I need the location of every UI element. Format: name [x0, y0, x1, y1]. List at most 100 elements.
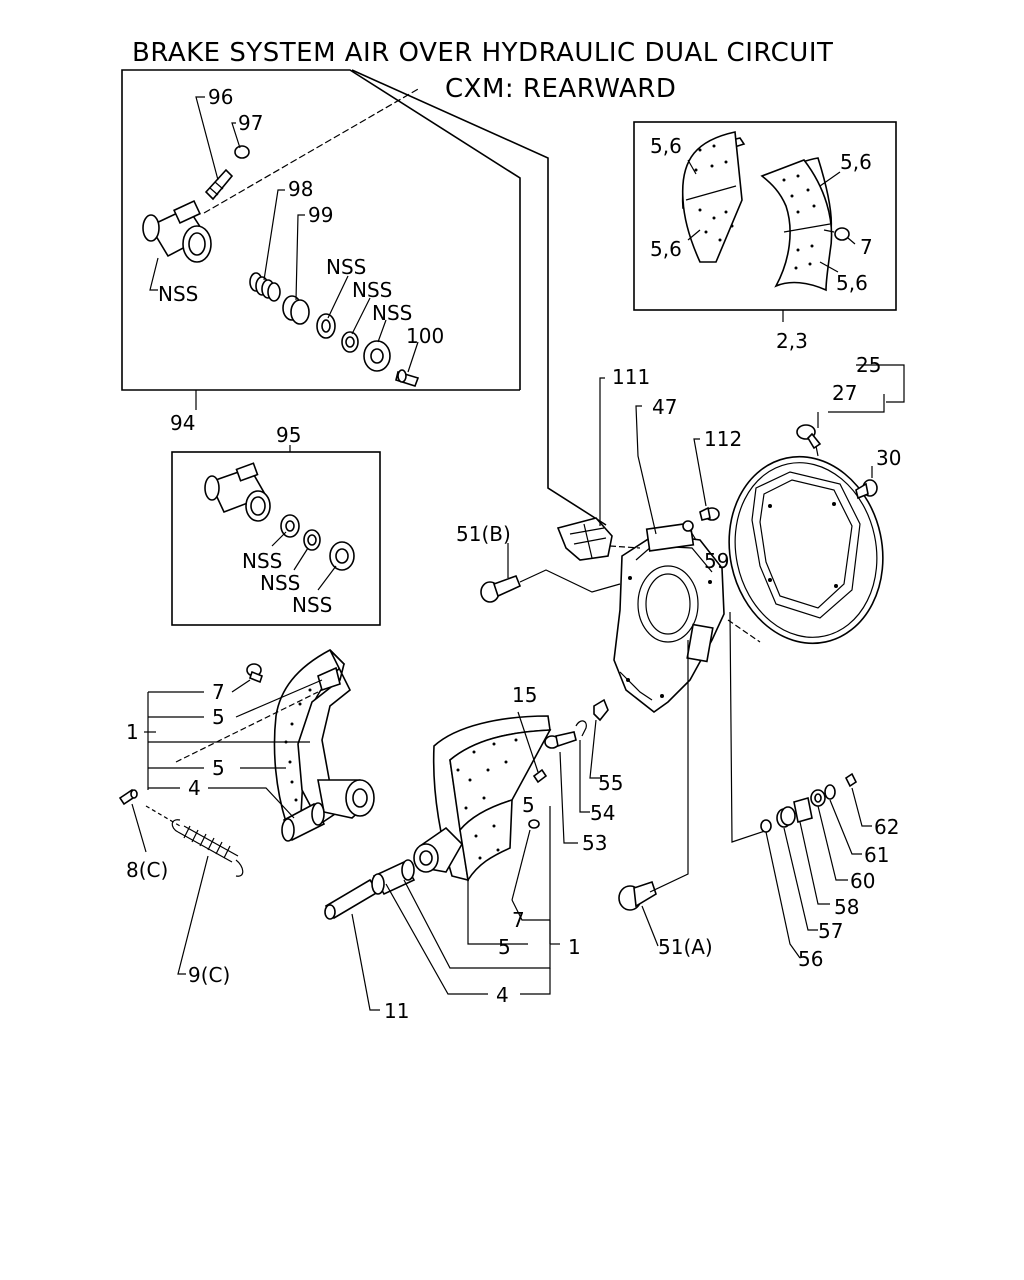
shield-bolt-27	[796, 424, 822, 457]
label-98: 98	[288, 177, 313, 201]
label-25: 25	[856, 353, 881, 377]
label-nss-95-a: NSS	[242, 549, 282, 573]
label-1-right: 1	[568, 935, 581, 959]
label-99: 99	[308, 203, 333, 227]
label-112: 112	[704, 427, 742, 451]
rivet-15	[532, 768, 548, 784]
label-62: 62	[874, 815, 899, 839]
box-94	[121, 69, 607, 526]
label-51b: 51(B)	[456, 522, 511, 546]
dust-shield	[728, 455, 884, 645]
cylinder-seals	[316, 313, 391, 372]
label-5-6-c: 5,6	[650, 237, 682, 261]
label-5-right: 5	[522, 793, 535, 817]
label-5-left-a: 5	[212, 705, 225, 729]
label-5-left-b: 5	[212, 756, 225, 780]
cylinder-cup	[282, 295, 310, 325]
label-57: 57	[818, 919, 843, 943]
label-1-left: 1	[126, 720, 139, 744]
brake-shoe-left	[273, 649, 375, 834]
right-shoe-leaders	[351, 640, 689, 1011]
rivet-right	[528, 819, 540, 829]
label-5-6-d: 5,6	[836, 271, 868, 295]
anchor-pin-b	[480, 574, 522, 603]
label-59: 59	[704, 549, 729, 573]
label-nss-95-b: NSS	[260, 571, 300, 595]
label-47: 47	[652, 395, 677, 419]
box-94-leaders	[149, 96, 419, 410]
seals-95	[271, 514, 355, 591]
box-95	[171, 445, 381, 626]
label-94: 94	[170, 411, 195, 435]
label-nss-a: NSS	[326, 255, 366, 279]
part-number-labels: 96 97 98 99 NSS NSS NSS NSS 100 94 5,6 5…	[126, 85, 901, 1023]
label-111: 111	[612, 365, 650, 389]
leader-cxm-line	[203, 87, 421, 214]
label-27: 27	[832, 381, 857, 405]
lining-left	[681, 131, 746, 263]
bleeder-screw	[204, 145, 250, 201]
backing-leaders	[507, 364, 905, 843]
label-2-3: 2,3	[776, 329, 808, 353]
label-5-6-a: 5,6	[650, 134, 682, 158]
plate-bolt-112	[682, 506, 720, 532]
leader-111-line	[351, 69, 607, 526]
label-7-right: 7	[512, 908, 525, 932]
label-nss-95-c: NSS	[292, 593, 332, 617]
label-4-right: 4	[496, 983, 509, 1007]
clip-54	[575, 720, 587, 737]
label-5-6-b: 5,6	[840, 150, 872, 174]
label-60: 60	[850, 869, 875, 893]
rivet-top	[823, 227, 850, 241]
anchor-pad	[556, 517, 613, 561]
adjuster-parts	[760, 772, 872, 959]
label-54: 54	[590, 801, 615, 825]
label-nss-cylinder: NSS	[158, 282, 198, 306]
label-30: 30	[876, 446, 901, 470]
label-61: 61	[864, 843, 889, 867]
bolt-53	[544, 731, 577, 749]
label-8c: 8(C)	[126, 858, 168, 882]
anchor-plate	[613, 522, 725, 713]
label-7-top: 7	[860, 235, 873, 259]
label-5-bottom: 5	[498, 935, 511, 959]
diagram-subtitle: CXM: REARWARD	[445, 74, 677, 104]
label-55: 55	[598, 771, 623, 795]
wheel-cylinder-95	[204, 462, 271, 522]
rivet-left	[246, 663, 263, 684]
bushing-left	[281, 802, 326, 842]
label-nss-c: NSS	[372, 301, 412, 325]
part-61	[824, 784, 836, 800]
return-spring	[145, 805, 244, 877]
label-9c: 9(C)	[188, 963, 230, 987]
anchor-pin-11	[324, 878, 380, 920]
label-4-left: 4	[188, 776, 201, 800]
diagram-title: BRAKE SYSTEM AIR OVER HYDRAULIC DUAL CIR…	[132, 38, 834, 68]
label-97: 97	[238, 111, 263, 135]
label-nss-b: NSS	[352, 278, 392, 302]
part-62	[844, 772, 858, 788]
label-15: 15	[512, 683, 537, 707]
clip-55	[593, 698, 609, 722]
spring-pin	[118, 788, 138, 806]
cylinder-spring	[249, 272, 281, 302]
anchor-pin-a	[618, 880, 657, 911]
wheel-cylinder	[142, 199, 212, 263]
shoe-right-web	[413, 826, 463, 873]
label-53: 53	[582, 831, 607, 855]
label-58: 58	[834, 895, 859, 919]
left-shoe-leaders	[131, 679, 323, 975]
bushing-right	[371, 859, 416, 896]
shield-bolt-30	[855, 479, 878, 500]
push-rod	[395, 369, 420, 387]
lining-right	[760, 157, 833, 292]
label-96: 96	[208, 85, 233, 109]
label-7-left: 7	[212, 680, 225, 704]
label-11: 11	[384, 999, 409, 1023]
label-95: 95	[276, 423, 301, 447]
label-100: 100	[406, 324, 444, 348]
part-58	[793, 796, 813, 824]
label-51a: 51(A)	[658, 935, 713, 959]
